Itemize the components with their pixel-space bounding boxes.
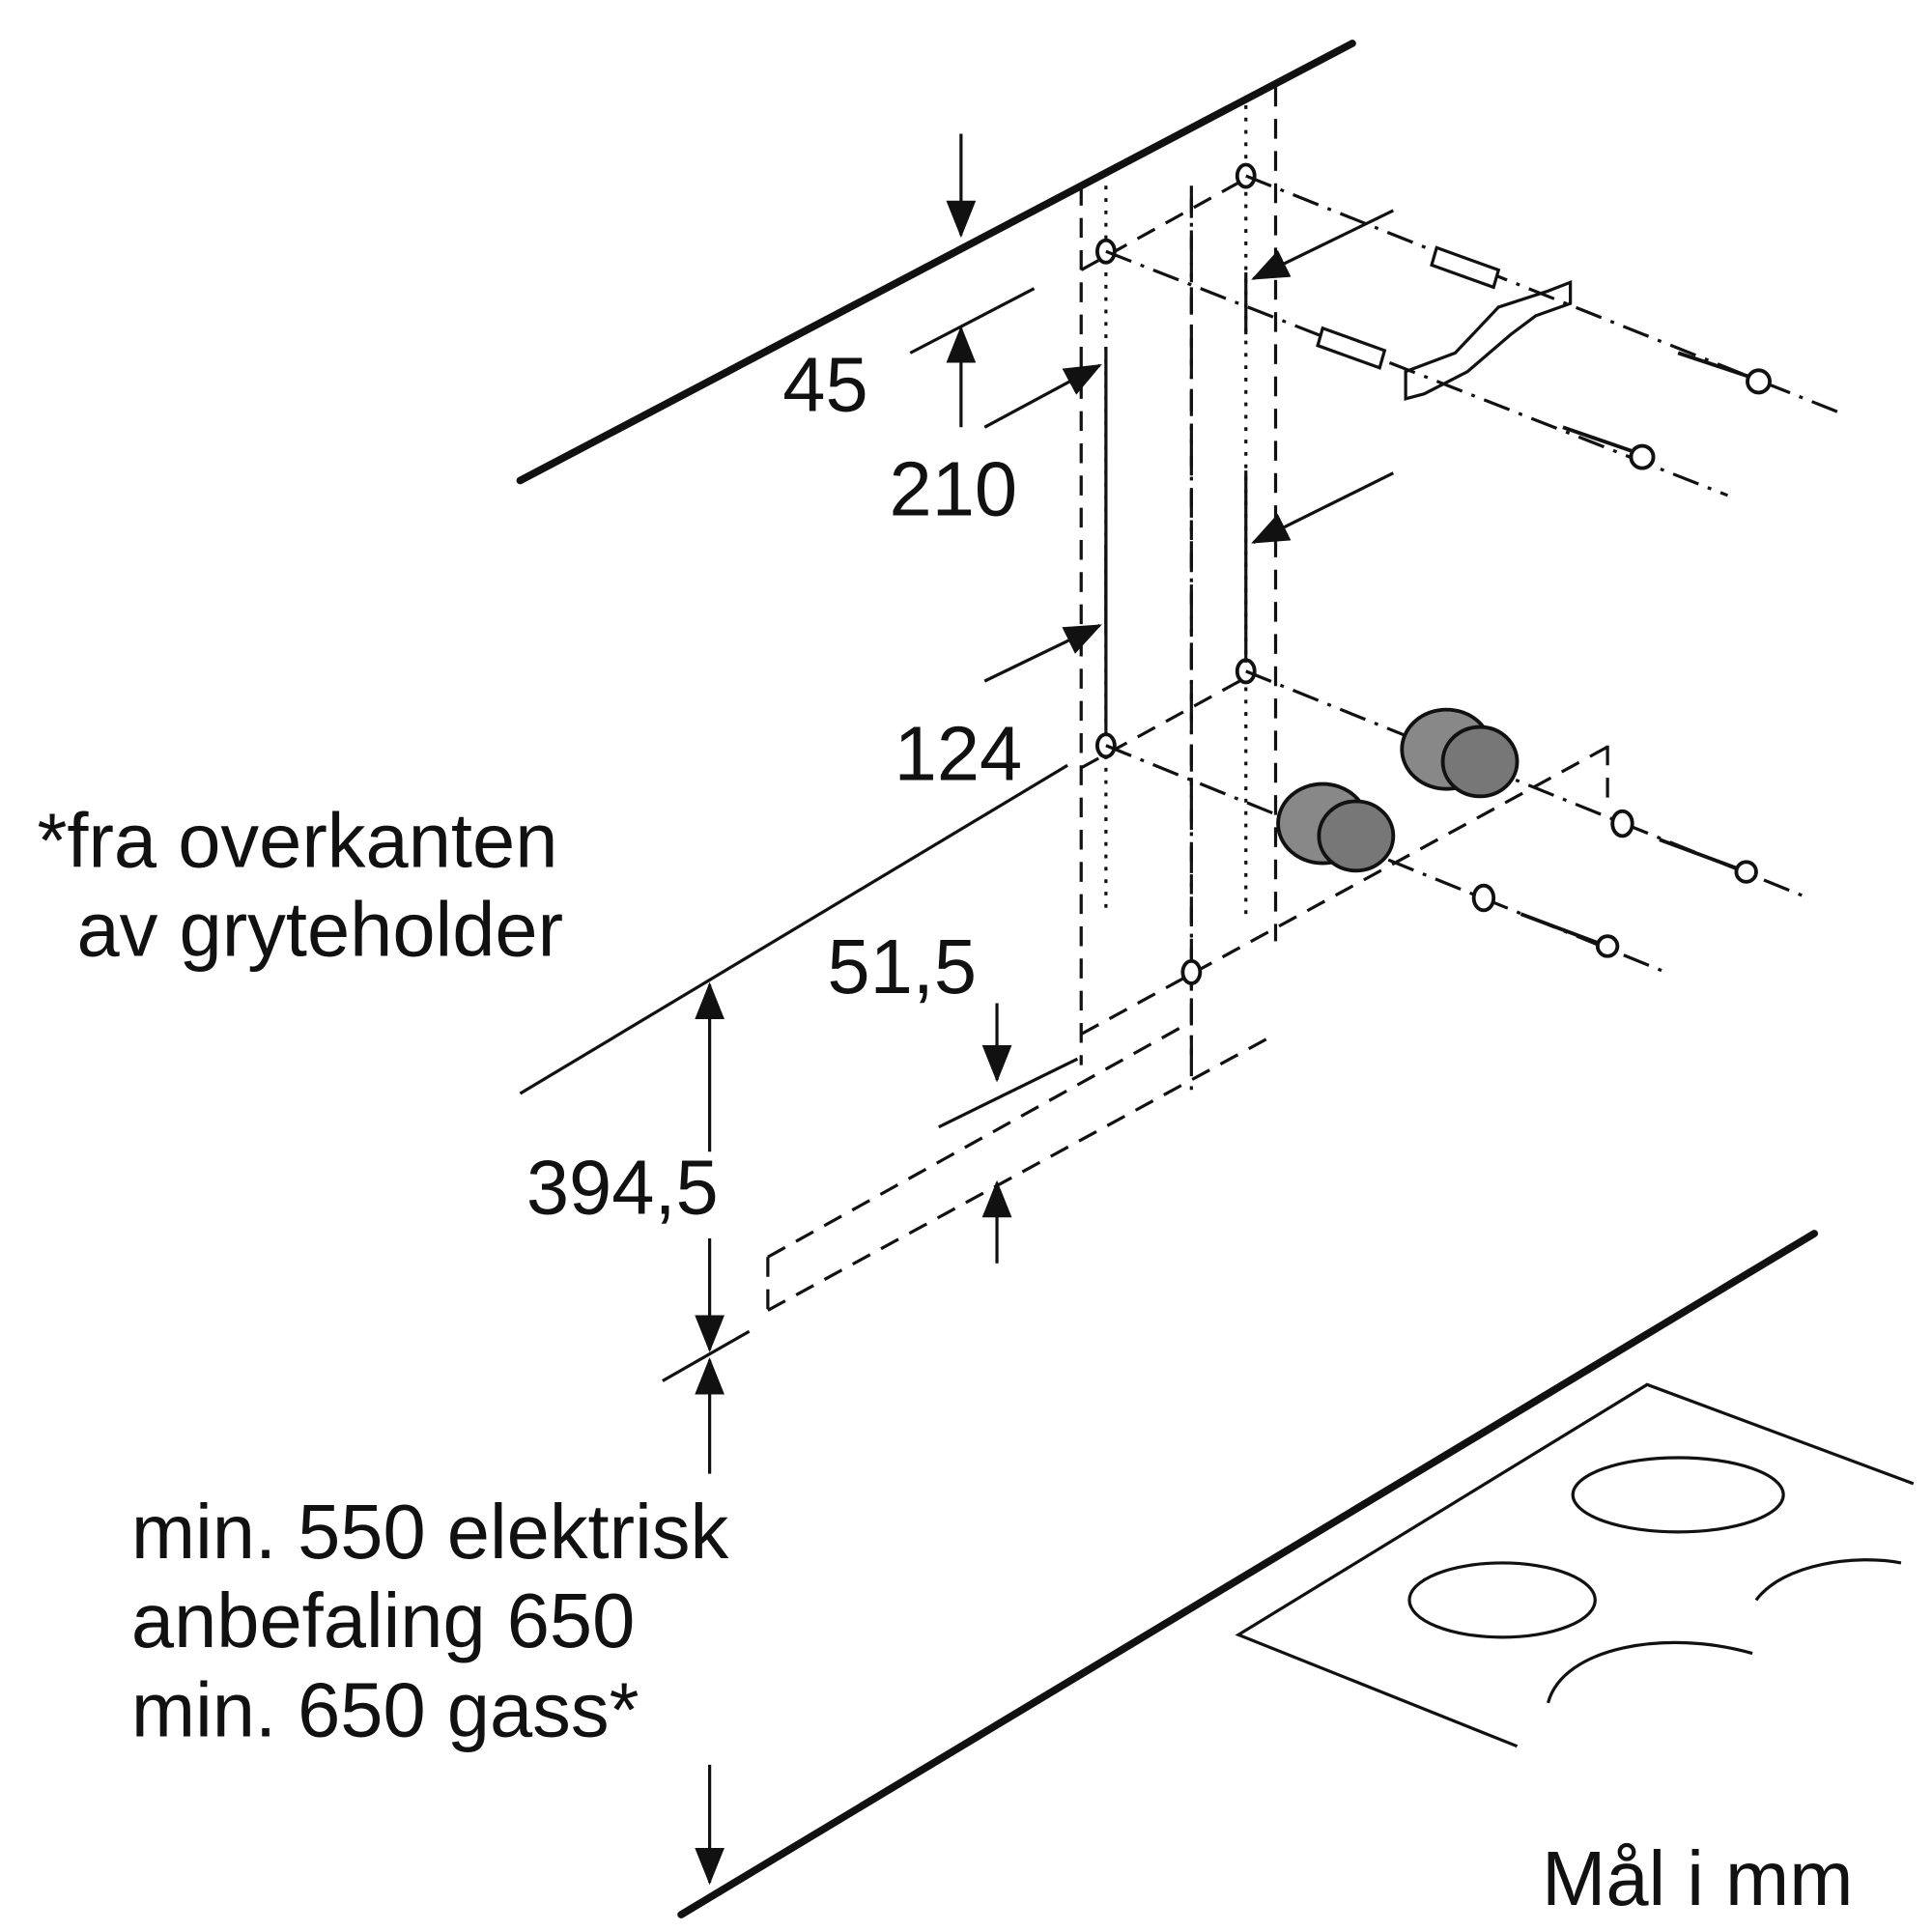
worktop-line xyxy=(677,1230,1819,1918)
wall-plugs xyxy=(1316,245,1501,370)
clearance-line-1: min. 550 elektrisk xyxy=(131,1489,729,1575)
hood-bottom-edge xyxy=(519,763,1068,1095)
screw-axes xyxy=(1105,174,1846,974)
note-line-2: av gryteholder xyxy=(76,887,563,973)
note-line-1: *fra overkanten xyxy=(37,797,557,883)
dim-label-210: 210 xyxy=(890,445,1018,531)
dimension-lines xyxy=(662,133,1395,1886)
dim-label-45: 45 xyxy=(782,342,867,428)
ceiling-line xyxy=(516,40,1356,485)
hood-spacers xyxy=(1276,707,1520,873)
units-label: Mål i mm xyxy=(1542,1835,1853,1921)
hob xyxy=(1235,1382,1915,1748)
wood-screws xyxy=(1562,351,1772,470)
dim-label-51-5: 51,5 xyxy=(827,923,977,1009)
dim-label-124: 124 xyxy=(895,711,1023,797)
clearance-line-3: min. 650 gass* xyxy=(131,1666,639,1752)
bolts-washers xyxy=(1471,809,1758,958)
clearance-line-2: anbefaling 650 xyxy=(131,1577,635,1663)
wall-bracket xyxy=(1404,279,1573,401)
mounting-holes xyxy=(1094,162,1257,985)
dim-label-394-5: 394,5 xyxy=(526,1144,719,1230)
